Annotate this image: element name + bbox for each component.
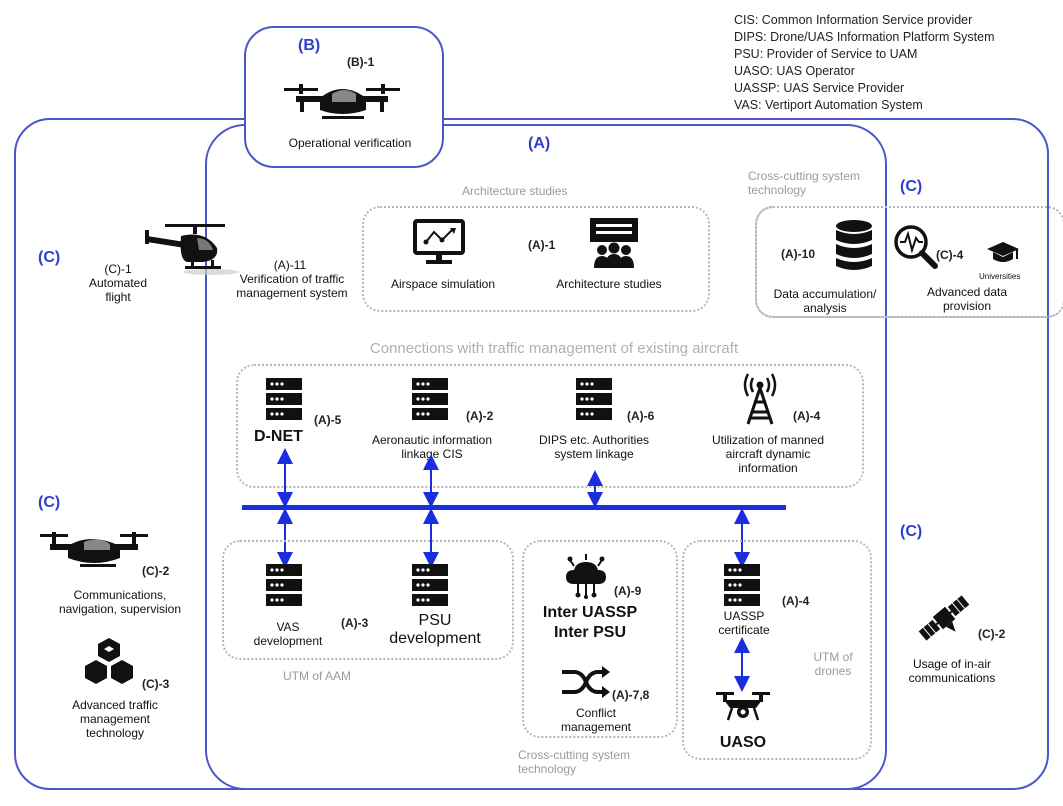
graduation-cap-icon <box>987 242 1019 262</box>
c1-label: Automated flight <box>88 276 148 304</box>
uaso-label: UASO <box>719 734 767 751</box>
analytics-search-icon <box>894 225 938 269</box>
legend: CIS: Common Information Service provider… <box>734 12 995 114</box>
a4-conn-label: Utilization of manned aircraft dynamic i… <box>711 433 825 475</box>
inter-uassp-label: Inter UASSP <box>542 604 638 621</box>
inter-psu-label: Inter PSU <box>553 624 626 641</box>
a9-id: (A)-9 <box>614 584 642 598</box>
connections-group <box>236 364 864 488</box>
drone-icon <box>284 84 400 119</box>
uassp-cert-label: UASSP certificate <box>718 609 770 637</box>
server-icon <box>266 564 302 606</box>
a11-label: Verification of traffic management syste… <box>236 272 348 300</box>
satellite-icon <box>918 595 970 641</box>
section-b-label: (B) <box>298 37 321 54</box>
legend-item: PSU: Provider of Service to UAM <box>734 47 918 61</box>
connections-title: Connections with traffic management of e… <box>369 340 739 357</box>
legend-item: VAS: Vertiport Automation System <box>734 98 923 112</box>
monitor-icon <box>413 219 465 264</box>
people-icon <box>590 218 638 268</box>
evtol-icon <box>40 532 148 567</box>
a1-id: (A)-1 <box>528 238 556 252</box>
legend-item: DIPS: Drone/UAS Information Platform Sys… <box>734 30 995 44</box>
helicopter-icon <box>145 224 239 275</box>
database-icon <box>836 220 872 270</box>
section-a-label: (A) <box>528 135 551 152</box>
a5-id: (A)-5 <box>314 413 342 427</box>
crosscut-top-title: Cross-cutting system technology <box>748 169 861 197</box>
section-c-label: (C) <box>38 494 61 511</box>
vas-label: VAS development <box>253 620 323 648</box>
a4-conn-id: (A)-4 <box>793 409 821 423</box>
crosscut-bottom-title: Cross-cutting system technology <box>518 748 631 776</box>
b1-label: Operational verification <box>288 136 412 150</box>
c2-left-id: (C)-2 <box>142 564 170 578</box>
inter-group <box>522 540 678 738</box>
c3-label: Advanced traffic management technology <box>72 698 158 740</box>
a11-id: (A)-11 <box>273 258 307 272</box>
c2-right-label: Usage of in-air communications <box>908 657 996 685</box>
radio-tower-icon <box>743 373 777 425</box>
arch-group <box>362 206 710 312</box>
cloud-network-icon <box>566 554 606 599</box>
arch-studies-label: Architecture studies <box>556 277 662 291</box>
network-blocks-icon <box>85 638 133 684</box>
section-c-label: (C) <box>38 249 61 266</box>
quadcopter-icon <box>716 692 770 721</box>
universities-label: Universities <box>979 272 1021 281</box>
legend-item: UASSP: UAS Service Provider <box>734 81 905 95</box>
c4-id: (C)-4 <box>936 248 964 262</box>
dnet-label: D-NET <box>254 428 303 445</box>
a10-id: (A)-10 <box>781 247 816 261</box>
server-icon <box>266 378 302 420</box>
aam-title: UTM of AAM <box>283 669 352 683</box>
c2-right-id: (C)-2 <box>978 627 1006 641</box>
server-icon <box>412 378 448 420</box>
section-c-label: (C) <box>900 523 923 540</box>
server-icon <box>724 564 760 606</box>
a10-label: Data accumulation/ analysis <box>773 287 877 315</box>
a78-id: (A)-7,8 <box>612 688 650 702</box>
frame-a <box>205 124 887 790</box>
c1-id: (C)-1 <box>104 262 132 276</box>
a6-id: (A)-6 <box>627 409 655 423</box>
a2-id: (A)-2 <box>466 409 494 423</box>
data-group <box>755 206 1063 318</box>
conflict-label: Conflict management <box>560 706 632 734</box>
a4-drones-id: (A)-4 <box>782 594 810 608</box>
c3-id: (C)-3 <box>142 677 170 691</box>
legend-item: CIS: Common Information Service provider <box>734 13 973 27</box>
c2-left-label: Communications, navigation, supervision <box>58 588 182 616</box>
a3-id: (A)-3 <box>341 616 369 630</box>
server-icon <box>576 378 612 420</box>
airspace-label: Airspace simulation <box>390 277 496 291</box>
aam-group <box>222 540 514 660</box>
drones-group <box>682 540 872 760</box>
section-c-label: (C) <box>900 178 923 195</box>
server-icon <box>412 564 448 606</box>
b1-id: (B)-1 <box>347 55 375 69</box>
a6-label: DIPS etc. Authorities system linkage <box>538 433 650 461</box>
legend-item: UASO: UAS Operator <box>734 64 855 78</box>
drones-title: UTM of drones <box>813 650 853 678</box>
shuffle-icon <box>562 666 610 698</box>
arch-title: Architecture studies <box>462 184 568 198</box>
c4-label: Advanced data provision <box>926 285 1008 313</box>
psu-label: PSU development <box>389 612 481 647</box>
